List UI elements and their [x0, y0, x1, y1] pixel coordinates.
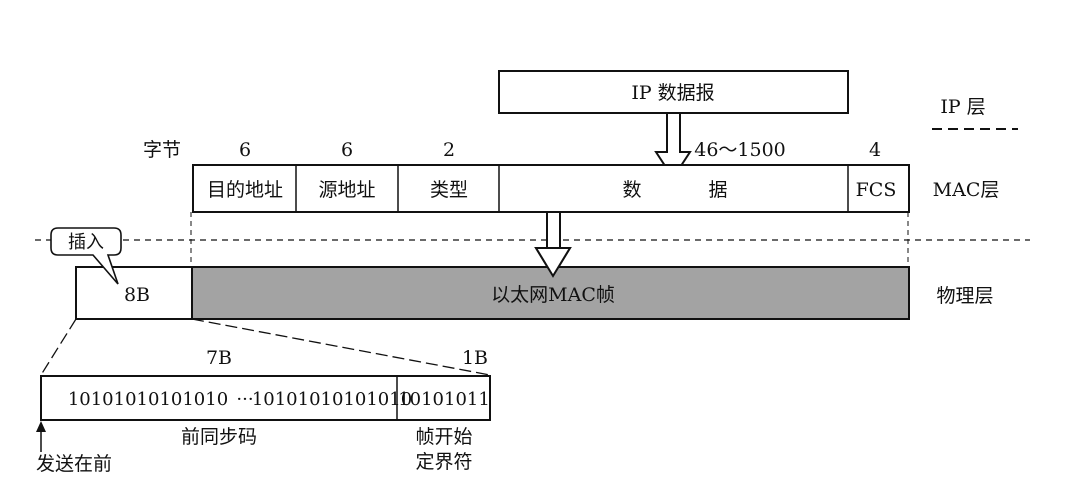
field-data-char-2: 据	[708, 179, 727, 201]
insert-label: 插入	[68, 232, 104, 253]
zoom-line-left	[40, 318, 77, 376]
ip-datagram-box	[498, 70, 849, 114]
preamble-detail-box	[40, 375, 491, 421]
size-type: 2	[443, 139, 455, 161]
size-src-address: 6	[341, 139, 353, 161]
preamble-size-label: 8B	[124, 284, 150, 306]
insert-callout	[50, 227, 122, 285]
sfd-bits: 10101011	[398, 389, 490, 410]
mac-layer-label: MAC层	[933, 179, 1000, 201]
preamble-ellipsis: ···	[236, 389, 253, 410]
sfd-label-line2: 定界符	[415, 451, 472, 473]
mac-frame-box	[192, 164, 910, 213]
send-first-label: 发送在前	[36, 453, 112, 475]
field-type: 类型	[430, 179, 468, 201]
preamble-7b-label: 7B	[206, 347, 232, 369]
send-first-arrow-head	[36, 421, 46, 432]
field-src-address: 源地址	[318, 179, 375, 201]
field-fcs: FCS	[856, 179, 897, 201]
ip-layer-label: IP 层	[940, 96, 985, 118]
mac-to-physical-arrow-tip	[534, 247, 572, 278]
ethernet-mac-frame-box	[191, 266, 910, 320]
ip-datagram-label: IP 数据报	[631, 82, 714, 104]
zoom-line-right	[191, 318, 491, 376]
sfd-1b-label: 1B	[462, 347, 488, 369]
sfd-label-line1: 帧开始	[415, 426, 472, 448]
bytes-label: 字节	[143, 139, 181, 161]
field-data-char-1: 数	[622, 179, 641, 201]
physical-layer-label: 物理层	[936, 285, 993, 307]
preamble-bits-right: 10101010101010	[252, 389, 412, 410]
size-fcs: 4	[869, 139, 881, 161]
size-data: 46～1500	[694, 139, 786, 161]
preamble-bits-left: 10101010101010	[68, 389, 228, 410]
field-dest-address: 目的地址	[207, 179, 283, 201]
preamble-box	[75, 266, 193, 320]
size-dest-address: 6	[239, 139, 251, 161]
preamble-label: 前同步码	[181, 426, 257, 448]
ethernet-mac-frame-label: 以太网MAC帧	[491, 284, 615, 306]
